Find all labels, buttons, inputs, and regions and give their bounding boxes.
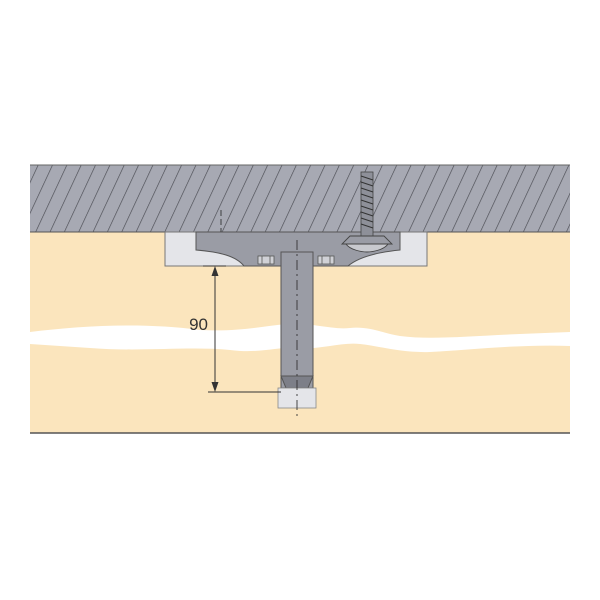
plate-screw-left [257,255,275,265]
rod-nut-cap [345,243,389,253]
ceiling-slab [30,165,570,232]
plate-screw-right [317,255,335,265]
threaded-rod [360,171,374,239]
dimension-label: 90 [189,315,208,334]
rod-nut [340,235,394,245]
dimension-90: 90 [189,265,281,393]
